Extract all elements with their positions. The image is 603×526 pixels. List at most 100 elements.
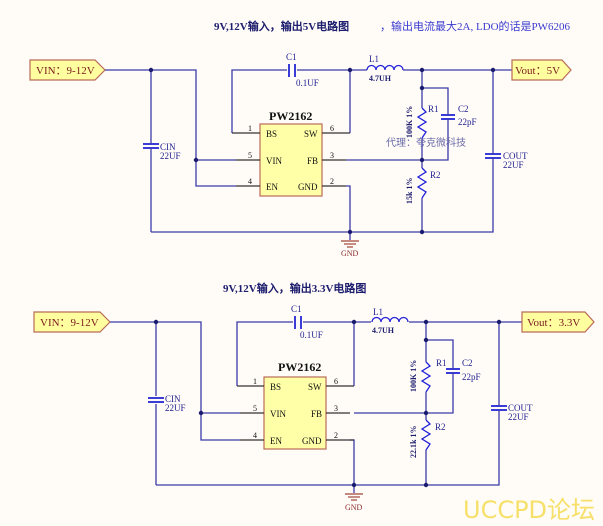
pin-number: 5 [253,404,257,413]
junction-dot [423,319,429,325]
resistor-r1: R1 100K 1% [405,104,439,139]
resistor-r2: R2 15k 1% [405,167,441,204]
r2-value: 15k 1% [405,178,414,204]
pin-number: 3 [330,151,334,160]
pin-number: 2 [334,431,338,440]
l1-value: 4.7UH [369,74,392,83]
l1-value: 4.7UH [372,326,395,335]
junction-dot [423,337,429,343]
cin-value: 22UF [160,151,181,161]
circuit-title: 9V,12V输入，输出3.3V电路图 [223,281,366,295]
chip-name: PW2162 [278,360,321,374]
junction-dot [419,229,425,235]
r2-value: 22.1k 1% [409,426,418,458]
capacitor-c2: C2 22pF [441,104,477,127]
ground-symbol: GND [345,493,363,512]
capacitor-cout: COUT 22UF [485,150,528,170]
cout-ref: COUT [503,151,528,161]
c2-value: 22pF [462,372,481,382]
pin-label-sw: SW [308,382,322,392]
junction-dot [419,157,425,163]
pin-label-fb: FB [307,156,318,166]
gnd-label: GND [341,249,359,258]
pin-number: 3 [334,404,338,413]
junction-dot [351,319,357,325]
pin-number: 5 [248,151,252,160]
cout-ref: COUT [508,403,533,413]
ground-symbol: GND [341,240,359,258]
capacitor-c2: C2 22pF [446,358,481,382]
r1-ref: R1 [428,104,439,114]
vout-flag-label: Vout：3.3V [527,317,580,329]
pin-label-en: EN [266,182,278,192]
c1-ref: C1 [286,52,297,62]
vout-flag-label: Vout：5V [515,65,560,77]
capacitor-c1: C1 0.1UF [291,304,323,340]
circuit-3v3: 9V,12V输入，输出3.3V电路图 VIN：9-12V [33,281,595,512]
r2-ref: R2 [435,422,446,432]
pin-number: 1 [248,124,252,133]
pin-label-bs: BS [266,129,277,139]
cin-ref: CIN [160,142,176,152]
pin-label-en: EN [270,436,282,446]
cin-value: 22UF [165,403,186,413]
pw2162-chip: PW2162 1 5 4 6 3 2 BS VIN EN SW FB GND [237,360,354,450]
watermark: UCCPD论坛 [463,496,595,524]
r1-value: 100K 1% [409,360,418,392]
pin-label-vin: VIN [266,156,282,166]
vin-port-flag: VIN：9-12V [33,311,111,333]
vin-flag-label: VIN：9-12V [40,317,99,329]
r2-ref: R2 [430,170,441,180]
cout-value: 22UF [503,160,524,170]
pin-number: 1 [253,377,257,386]
c2-ref: C2 [458,104,469,114]
r1-ref: R1 [436,358,447,368]
junction-dot [423,482,429,488]
capacitor-c1: C1 0.1UF [286,52,319,88]
junction-dot [419,67,425,73]
junction-dot [148,67,154,73]
junction-dot [490,67,496,73]
gnd-label: GND [345,503,363,512]
inductor-l1: L1 4.7UH [371,307,409,335]
c1-value: 0.1UF [300,330,323,340]
pin-number: 6 [334,377,338,386]
circuit-title: 9V,12V输入，输出5V电路图 [214,19,349,33]
circuit-5v: 9V,12V输入，输出5V电路图 ，输出电流最大2A, LDO的话是PW6206… [29,19,572,258]
vin-flag-label: VIN：9-12V [36,65,95,77]
resistor-r1: R1 100K 1% [409,358,447,393]
pin-label-sw: SW [304,129,318,139]
r1-value: 100K 1% [405,106,414,138]
junction-dot [193,157,199,163]
pin-label-vin: VIN [270,409,286,419]
c2-value: 22pF [458,117,477,127]
junction-dot [419,85,425,91]
pin-number: 4 [248,177,252,186]
junction-dot [347,229,353,235]
pin-label-gnd: GND [302,436,322,446]
junction-dot [351,482,357,488]
agent-note: 代理：夸克微科技 [386,136,466,149]
c2-ref: C2 [462,358,473,368]
vin-port-flag: VIN：9-12V [29,59,106,81]
l1-ref: L1 [369,54,379,64]
junction-dot [198,410,204,416]
resistor-r2: R2 22.1k 1% [409,419,446,458]
wires [105,69,515,240]
chip-name: PW2162 [269,109,312,123]
l1-ref: L1 [373,307,383,317]
pin-label-gnd: GND [298,182,318,192]
vout-port-flag: Vout：5V [511,59,572,81]
pin-label-fb: FB [311,409,322,419]
circuit-note: ，输出电流最大2A, LDO的话是PW6206 [380,19,571,33]
vout-port-flag: Vout：3.3V [521,311,595,333]
junction-dot [423,410,429,416]
capacitor-cin: CIN 22UF [148,394,186,413]
cout-value: 22UF [508,412,529,422]
c1-ref: C1 [291,304,302,314]
pin-number: 4 [253,431,257,440]
junction-dot [347,67,353,73]
junction-dot [496,319,502,325]
c1-value: 0.1UF [296,78,319,88]
